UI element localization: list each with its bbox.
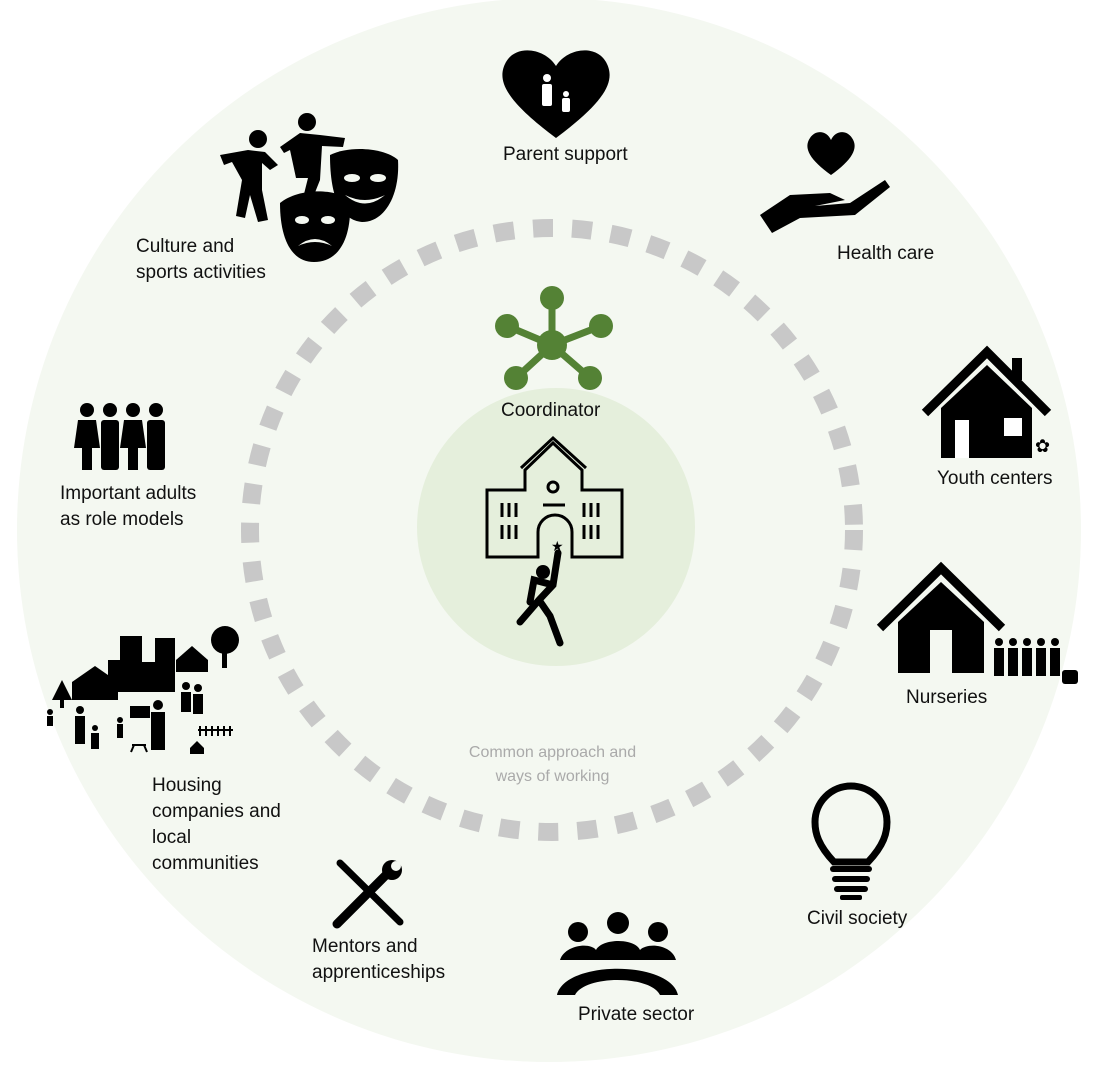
heart-family-icon [502,50,610,138]
node-label: Culture and [136,236,235,257]
node-label: Parent support [503,144,628,165]
people-icon [74,403,165,470]
jumping-person-icon: ★ [516,538,564,647]
theater-sports-icon [220,113,399,262]
community-icon [47,626,239,754]
node-important-adults: Important adults as role models [60,481,196,533]
node-label: Civil society [807,908,908,929]
node-mentors: Mentors and apprenticeships [312,934,445,986]
hand-heart-icon [760,132,890,233]
dashed-ring [241,219,863,841]
lightbulb-icon [811,782,891,900]
approach-line-1: Common approach and [468,744,637,761]
svg-text:✿: ✿ [1035,436,1050,456]
node-label: Health care [837,243,935,264]
node-label: sports activities [136,262,266,283]
node-label: companies and [152,801,281,822]
node-label: as role models [60,509,184,530]
approach-line-2: ways of working [495,768,610,785]
house-icon: ✿ [921,345,1052,458]
node-label: Housing [152,775,222,796]
school-icon [485,435,624,559]
house-children-icon [876,561,1078,684]
tools-icon [332,859,404,929]
center-circle [417,388,695,666]
coordinator-label: Coordinator [501,400,601,421]
node-health-care: Health care [837,241,934,267]
node-label: local [152,827,192,848]
node-civil-society: Civil society [807,906,907,932]
node-private-sector: Private sector [578,1002,694,1028]
node-label: Youth centers [937,468,1053,489]
common-approach-label: Common approach and ways of working [430,741,675,789]
node-culture-sports: Culture and sports activities [136,234,266,286]
svg-text:★: ★ [551,538,564,554]
node-parent-support: Parent support [503,142,628,168]
node-housing: Housing companies and local communities [152,773,281,877]
node-label: Private sector [578,1004,695,1025]
node-label: Mentors and [312,936,418,957]
node-nurseries: Nurseries [906,685,987,711]
node-label: Important adults [60,483,197,504]
node-label: communities [152,853,259,874]
node-label: Nurseries [906,687,988,708]
node-youth-centers: Youth centers [937,466,1053,492]
node-label: apprenticeships [312,962,446,983]
network-icon [495,286,613,390]
meeting-group-icon [557,912,678,995]
